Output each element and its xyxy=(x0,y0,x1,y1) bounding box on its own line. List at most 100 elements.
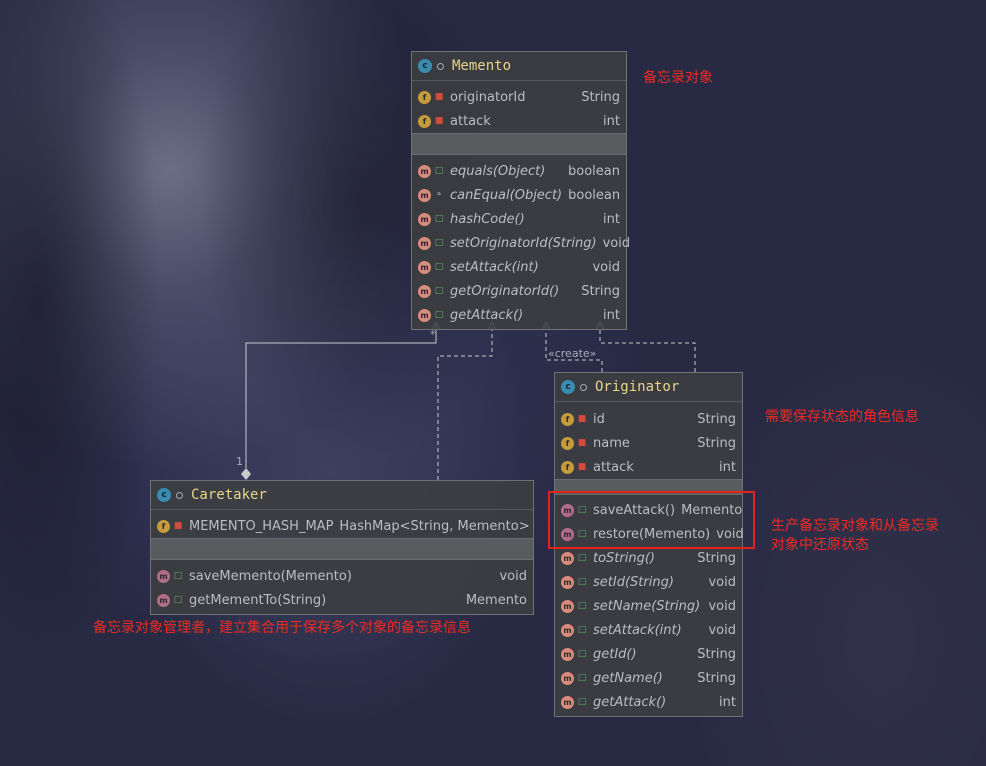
method-row[interactable]: m□restore(Memento)void xyxy=(555,522,744,546)
method-icon: m xyxy=(561,575,574,589)
method-icon: m xyxy=(418,236,431,250)
unlock-icon: □ xyxy=(173,571,183,581)
method-icon: m xyxy=(157,593,170,607)
method-type: int xyxy=(603,211,620,227)
caretaker-note: 备忘录对象管理者，建立集合用于保存多个对象的备忘录信息 xyxy=(93,620,471,636)
method-name: setName(String) xyxy=(593,598,701,614)
unlock-icon: □ xyxy=(434,262,444,272)
lock-icon: ■ xyxy=(173,521,183,531)
method-row[interactable]: m□setOriginatorId(String)void xyxy=(412,231,630,255)
unlock-icon: □ xyxy=(434,286,444,296)
method-icon: m xyxy=(418,188,431,202)
multiplicity-star: * xyxy=(430,328,436,341)
field-name: MEMENTO_HASH_MAP xyxy=(189,518,334,534)
unlock-icon: □ xyxy=(577,505,587,515)
method-type: String xyxy=(697,550,736,566)
field-type: String xyxy=(697,411,736,427)
method-type: void xyxy=(708,574,736,590)
caretaker-dependency-line xyxy=(437,322,493,480)
method-type: void xyxy=(499,568,527,584)
method-row[interactable]: m□equals(Object)boolean xyxy=(412,159,626,183)
unlock-icon: □ xyxy=(577,577,587,587)
method-name: setOriginatorId(String) xyxy=(450,235,597,251)
unlock-icon: □ xyxy=(434,214,444,224)
lock-icon: ■ xyxy=(577,414,587,424)
lock-icon: ■ xyxy=(434,92,444,102)
method-icon: m xyxy=(561,647,574,661)
key-icon: ⚬ xyxy=(435,190,443,200)
class-header[interactable]: c Caretaker xyxy=(151,481,533,510)
method-name: hashCode() xyxy=(450,211,525,227)
method-row[interactable]: m□ saveMemento(Memento) void xyxy=(151,564,533,588)
method-row[interactable]: m□getName()String xyxy=(555,666,742,690)
unlock-icon: □ xyxy=(577,553,587,563)
unlock-icon: □ xyxy=(577,601,587,611)
unlock-icon: □ xyxy=(577,529,587,539)
method-row[interactable]: m⚬canEqual(Object)boolean xyxy=(412,183,626,207)
method-name: getName() xyxy=(593,670,663,686)
field-icon: f xyxy=(418,90,431,104)
method-name: getAttack() xyxy=(593,694,667,710)
class-name: Memento xyxy=(452,58,512,74)
method-name: setAttack(int) xyxy=(593,622,682,638)
method-row[interactable]: m□ setId(String) void xyxy=(555,570,742,594)
method-name: getAttack() xyxy=(450,307,524,323)
method-row[interactable]: m□getMementTo(String)Memento xyxy=(151,588,533,612)
unlock-icon: □ xyxy=(173,595,183,605)
method-row[interactable]: m□saveAttack()Memento xyxy=(555,498,742,522)
field-type: int xyxy=(719,459,736,475)
method-row[interactable]: m□getAttack()int xyxy=(412,303,626,327)
unlock-icon: □ xyxy=(434,166,444,176)
method-row[interactable]: m□hashCode()int xyxy=(412,207,626,231)
method-row[interactable]: m□getAttack()int xyxy=(555,690,742,714)
class-name: Caretaker xyxy=(191,487,267,503)
field-icon: f xyxy=(561,460,574,474)
method-row[interactable]: m□getOriginatorId()String xyxy=(412,279,626,303)
method-icon: m xyxy=(561,503,574,517)
method-name: canEqual(Object) xyxy=(450,187,563,203)
field-icon: f xyxy=(561,412,574,426)
field-type: String xyxy=(697,435,736,451)
originator-dependency-line xyxy=(599,322,696,372)
method-icon: m xyxy=(418,164,431,178)
unlock-icon: □ xyxy=(434,238,444,248)
method-type: void xyxy=(708,598,736,614)
method-name: getId() xyxy=(593,646,637,662)
unlock-icon: □ xyxy=(577,697,587,707)
method-row[interactable]: m□getId()String xyxy=(555,642,742,666)
class-header[interactable]: c Memento xyxy=(412,52,626,81)
field-type: String xyxy=(581,89,620,105)
create-label: «create» xyxy=(548,347,597,360)
method-row[interactable]: m□ setName(String) void xyxy=(555,594,742,618)
method-type: boolean xyxy=(568,163,620,179)
method-name: restore(Memento) xyxy=(593,526,711,542)
method-icon: m xyxy=(561,671,574,685)
method-type: String xyxy=(581,283,620,299)
method-row[interactable]: m□setAttack(int)void xyxy=(555,618,742,642)
visibility-dot-icon xyxy=(580,383,587,391)
visibility-dot-icon xyxy=(176,491,183,499)
field-icon: f xyxy=(418,114,431,128)
method-name: saveMemento(Memento) xyxy=(189,568,352,584)
method-row[interactable]: m□toString()String xyxy=(555,546,742,570)
method-type: Memento xyxy=(681,502,743,518)
method-name: setId(String) xyxy=(593,574,674,590)
lock-icon: ■ xyxy=(577,462,587,472)
class-header[interactable]: c Originator xyxy=(555,373,742,402)
field-type: HashMap<String, Memento> xyxy=(339,518,530,534)
method-row[interactable]: m□setAttack(int)void xyxy=(412,255,626,279)
method-icon: m xyxy=(157,569,170,583)
method-icon: m xyxy=(418,308,431,322)
method-icon: m xyxy=(561,599,574,613)
class-name: Originator xyxy=(595,379,680,395)
field-name: name xyxy=(593,435,630,451)
lock-icon: ■ xyxy=(577,438,587,448)
